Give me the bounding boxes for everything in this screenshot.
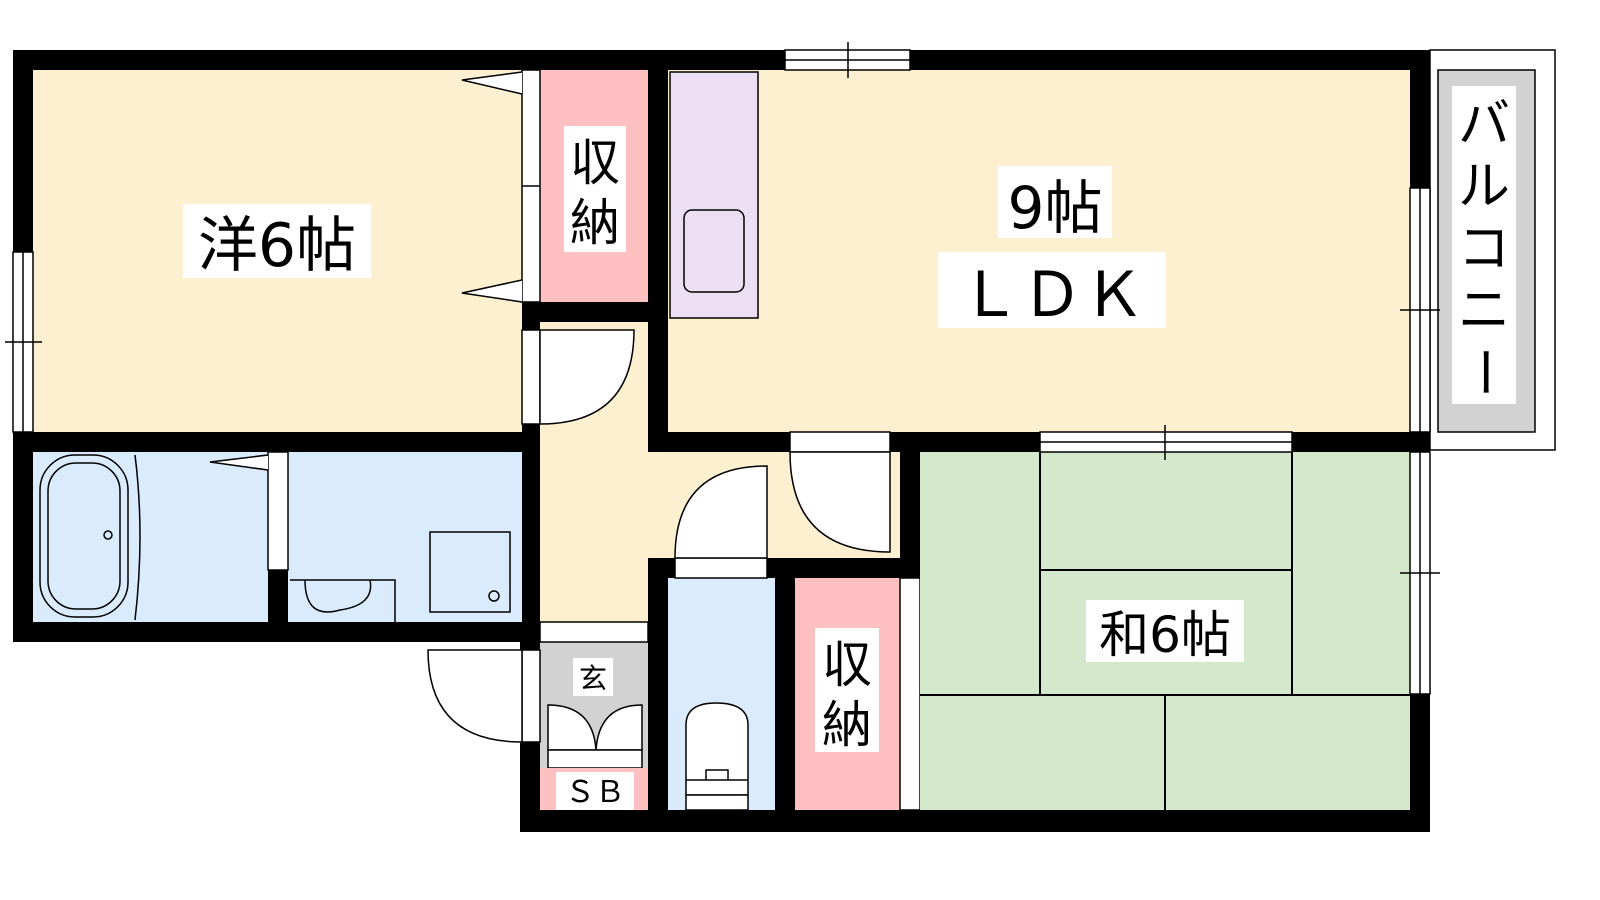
balcony-label-2: ル [1458,157,1510,217]
balcony-label-4: ニ [1458,281,1510,341]
washing-machine-icon [429,531,511,613]
storage-bottom-label-2: 納 [822,696,872,754]
doors [427,329,891,743]
balcony-label-5: ー [1453,346,1513,398]
balcony-label-1: バ [1458,95,1510,155]
bathroom [33,452,268,622]
storage-top-label-2: 納 [570,194,620,252]
toilet-icon [685,702,749,796]
ldk-size-label: 9帖 [1008,174,1103,242]
windows [5,42,1440,695]
tatami-lines [920,452,1410,810]
japanese-room-label: 和6帖 [1099,606,1231,664]
ldk-label: ＬＤＫ [959,258,1145,331]
balcony-label-3: コ [1458,219,1510,279]
washroom [288,452,522,622]
storage-top-label-1: 収 [570,134,620,192]
bathtub-icon [39,454,129,618]
washbasin-icon [290,579,396,622]
ldk-room [668,70,1410,432]
shoe-box-label: ＳＢ [565,775,625,810]
storage-bottom-label-1: 収 [822,636,872,694]
entrance-label: 玄 [579,662,607,695]
western-room-label: 洋6帖 [198,211,356,281]
kitchen-counter [669,71,759,319]
sink-icon [683,209,745,293]
